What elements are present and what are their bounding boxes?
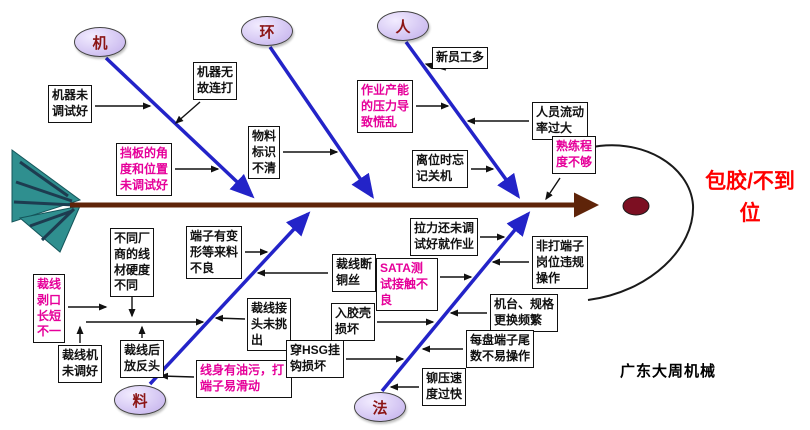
company-name: 广东大周机械 [620,363,717,380]
connector-arrow [174,101,201,124]
connector-arrow [214,314,246,322]
cause-box: 机器无故连打 [193,62,237,100]
cause-box: 熟练程度不够 [552,136,596,174]
cause-box: SATA测试接触不良 [376,258,438,312]
effect-label: 包胶/不到位 [705,170,795,225]
category-bubble-people: 人 [377,11,429,41]
fish-tail [11,149,82,253]
cause-box: 人员流动率过大 [532,102,588,140]
cause-box: 铆压速度过快 [422,368,466,406]
cause-box: 裁线接头未挑出 [247,298,291,352]
connector-arrow [545,177,561,201]
fish-head [587,144,695,301]
cause-box: 挡板的角度和位置未调试好 [116,143,172,197]
cause-box: 非打端子岗位违规操作 [532,236,588,290]
cause-box: 入胶壳损坏 [331,303,375,341]
category-bubble-material: 料 [114,385,166,415]
cause-box: 新员工多 [432,47,488,69]
category-bubble-environment: 环 [241,16,293,46]
fish-eye [622,196,650,216]
cause-box: 裁线断铜丝 [332,254,376,292]
branch-arrow-machine [104,56,255,199]
category-bubble-machine: 机 [74,27,126,57]
cause-box: 机器未调试好 [48,85,92,123]
cause-box: 作业产能的压力导致慌乱 [357,80,413,134]
cause-box: 裁线后放反头 [120,340,164,378]
connector-arrows [68,62,561,391]
cause-box: 离位时忘记关机 [412,150,468,188]
branch-arrow-method [380,211,531,393]
cause-box: 每盘端子尾数不易操作 [466,330,534,368]
cause-box: 机台、规格更换频繁 [490,294,558,332]
cause-box: 物料标识不清 [248,126,280,180]
branch-arrow-material [148,211,311,386]
cause-box: 拉力还未调试好就作业 [410,218,478,256]
cause-box: 穿HSG挂钩损坏 [286,340,344,378]
cause-box: 裁线剥口长短不一 [33,274,65,344]
cause-box: 线身有油污，打端子易滑动 [196,360,292,398]
category-bubble-method: 法 [354,392,406,422]
branch-arrow-environment [268,46,374,199]
cause-box: 裁线机未调好 [58,345,102,383]
cause-box: 端子有变形等来料不良 [186,226,242,280]
connector-arrow [159,372,195,380]
cause-box: 不同厂商的线材硬度不同 [110,228,154,298]
